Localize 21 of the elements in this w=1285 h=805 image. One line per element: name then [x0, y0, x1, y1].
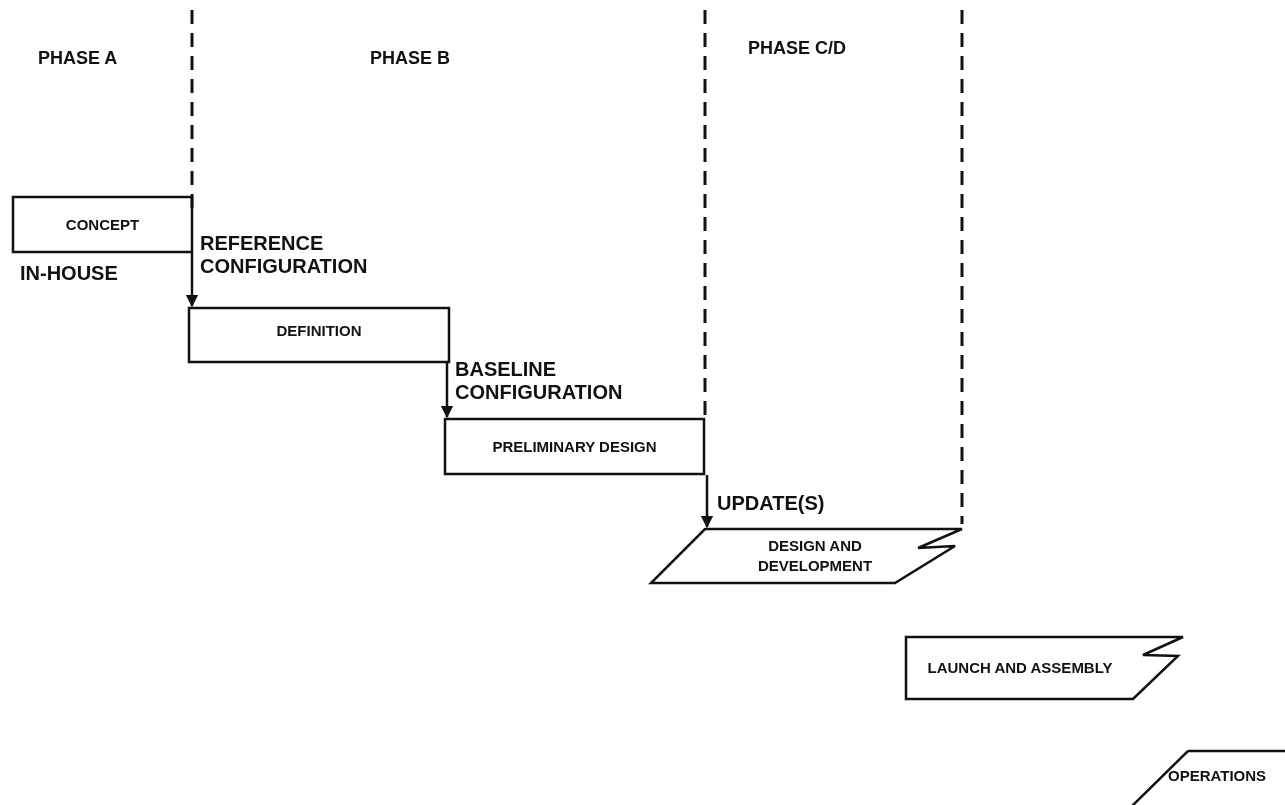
process-box: [444, 418, 705, 475]
arrow: [440, 363, 454, 419]
process-box: [12, 196, 193, 253]
phase-heading: PHASE B: [370, 48, 450, 69]
arrow: [700, 475, 714, 529]
phase-box: [905, 636, 1185, 700]
node-label: OPERATIONS: [1168, 765, 1267, 786]
edge-label: BASELINE CONFIGURATION: [455, 358, 624, 404]
node-caption: IN-HOUSE: [20, 262, 118, 285]
process-box: [188, 307, 450, 363]
edge-label: REFERENCE CONFIGURATION: [200, 232, 369, 278]
phase-parallelogram: [650, 528, 965, 584]
phase-heading: PHASE C/D: [748, 38, 846, 59]
node-label: PRELIMINARY DESIGN: [492, 436, 657, 457]
edge-label: UPDATE(S): [717, 492, 826, 515]
node-label: DEFINITION: [276, 321, 362, 341]
node-label: DESIGN AND DEVELOPMENT: [756, 536, 874, 576]
phase-heading: PHASE A: [38, 48, 118, 69]
node-label: LAUNCH AND ASSEMBLY: [927, 658, 1113, 678]
arrow: [185, 253, 199, 308]
node-label: CONCEPT: [65, 214, 140, 235]
